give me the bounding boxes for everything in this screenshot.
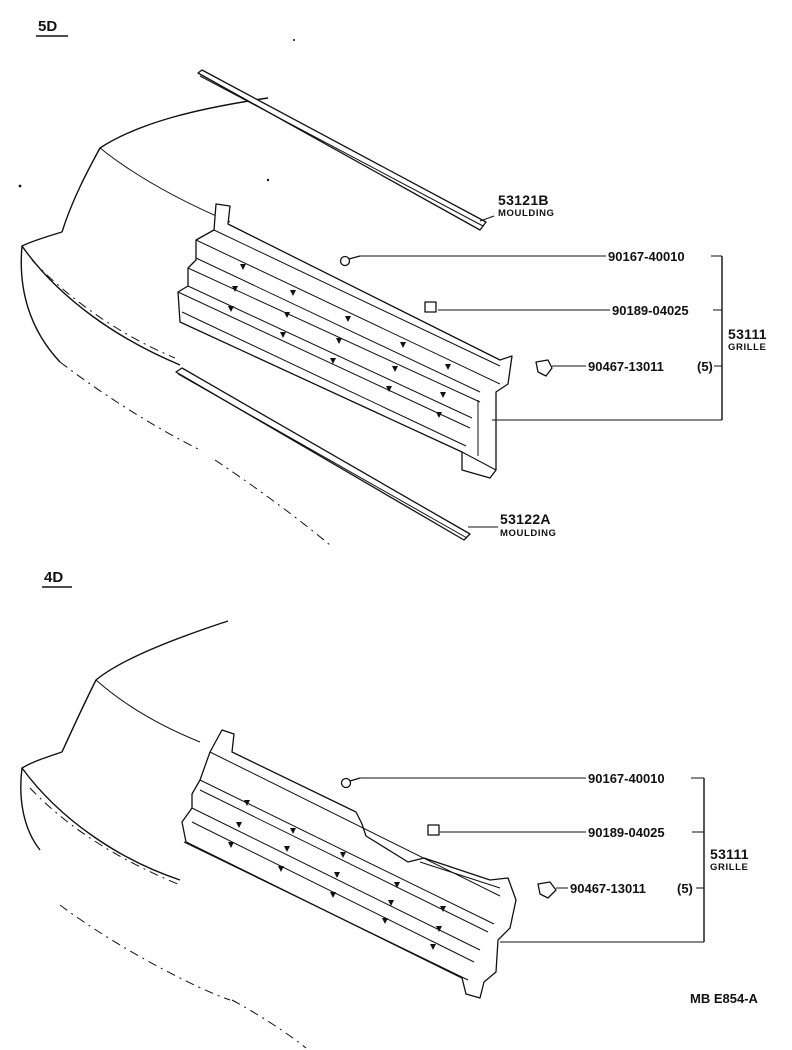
nut-icon-4d — [427, 824, 440, 836]
screw-icon-5d — [339, 255, 361, 267]
part-number-90467-13011-4d: 90467-13011 — [570, 881, 646, 896]
part-number-53122a: 53122A — [500, 511, 551, 527]
clip-icon-5d — [535, 359, 553, 377]
part-number-90167-40010-4d: 90167-40010 — [588, 771, 665, 786]
variant-label-5d: 5D — [38, 18, 57, 35]
car-body-5d — [18, 39, 331, 546]
grille-5d — [177, 203, 513, 479]
section-5d: 5D — [18, 18, 767, 546]
part-qty-4d: (5) — [677, 881, 693, 896]
figure-code: MB E854-A — [690, 991, 759, 1006]
lower-moulding-5d — [175, 367, 471, 541]
part-number-53111-4d: 53111 — [710, 846, 749, 862]
part-name-moulding-lower: MOULDING — [500, 528, 557, 539]
part-name-grille-5d: GRILLE — [728, 342, 766, 353]
part-name-moulding-upper: MOULDING — [498, 208, 555, 219]
part-qty-5d: (5) — [697, 359, 713, 374]
car-body-4d — [20, 620, 307, 1049]
part-number-90467-13011-5d: 90467-13011 — [588, 359, 664, 374]
grille-4d — [181, 729, 517, 999]
part-number-53121b: 53121B — [498, 192, 549, 208]
part-name-grille-4d: GRILLE — [710, 862, 748, 873]
part-number-90167-40010-5d: 90167-40010 — [608, 249, 685, 264]
part-number-53111-5d: 53111 — [728, 326, 767, 342]
variant-label-4d: 4D — [44, 569, 63, 586]
section-4d: 4D — [20, 569, 749, 1049]
screw-icon-4d — [340, 777, 361, 789]
nut-icon-5d — [424, 301, 437, 313]
upper-moulding-5d — [197, 69, 487, 231]
clip-icon-4d — [537, 881, 557, 899]
part-number-90189-04025-4d: 90189-04025 — [588, 825, 665, 840]
part-number-90189-04025-5d: 90189-04025 — [612, 303, 689, 318]
